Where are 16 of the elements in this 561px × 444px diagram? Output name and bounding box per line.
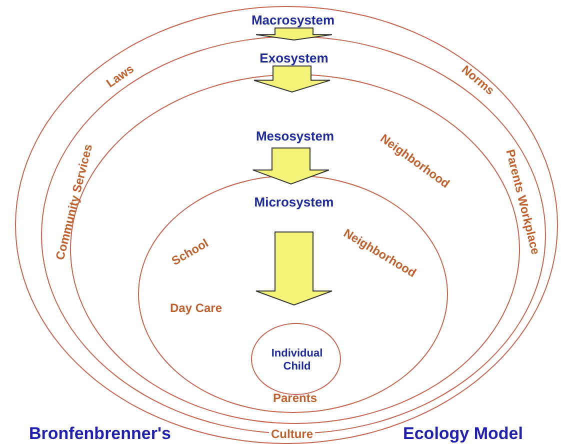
block-arrow [256,232,332,306]
ring-label: Parents Workplace [502,147,544,258]
ring-label: Parents [272,391,318,405]
title-text: Bronfenbrenner's [28,424,172,444]
system-heading: Macrosystem [251,14,335,28]
ring-label: Culture [269,427,315,441]
block-arrow [252,148,330,185]
system-heading: Individual Child [270,347,324,373]
system-heading: Mesosystem [256,130,334,144]
system-heading: Exosystem [260,52,328,66]
system-heading: Microsystem [254,196,334,210]
title-text: Ecology Model [402,424,524,444]
ring-label: Day Care [168,301,224,315]
block-arrow [256,28,332,40]
circle [251,323,341,395]
block-arrow [254,66,330,93]
